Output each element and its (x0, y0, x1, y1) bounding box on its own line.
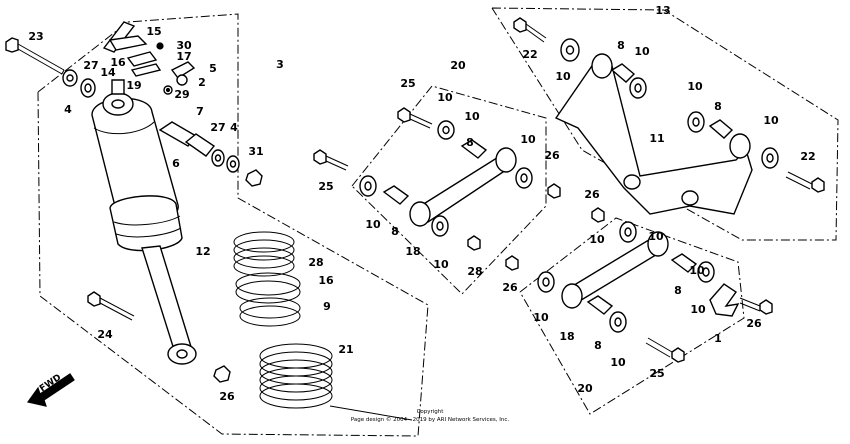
callout-5: 5 (209, 62, 217, 75)
callout-10: 10 (533, 311, 549, 324)
rod-group-outline (519, 217, 745, 415)
lower-mount-hardware (158, 121, 263, 187)
callout-10: 10 (690, 303, 706, 316)
copyright-line-2: Page design © 2004 - 2019 by ARI Network… (351, 416, 510, 423)
callout-10: 10 (589, 233, 605, 246)
callout-21: 21 (338, 343, 353, 356)
callout-26: 26 (219, 390, 235, 403)
callout-29: 29 (174, 88, 189, 101)
callout-10: 10 (763, 114, 779, 127)
link-assembly-upper (313, 107, 561, 271)
callout-10: 10 (634, 45, 650, 58)
callout-10: 10 (464, 110, 480, 123)
group-outlines (37, 7, 839, 437)
callout-20: 20 (450, 59, 466, 72)
top-bolt-23 (5, 37, 96, 98)
callout-19: 19 (126, 79, 141, 92)
callout-17: 17 (176, 50, 191, 63)
callout-28: 28 (308, 256, 323, 269)
callout-18: 18 (405, 245, 420, 258)
callout-10: 10 (648, 230, 664, 243)
nut-26-lower (213, 365, 231, 383)
callout-14: 14 (100, 66, 116, 79)
callout-10: 10 (365, 218, 381, 231)
callout-1: 1 (714, 332, 722, 345)
main-spring-21 (259, 343, 413, 421)
callout-10: 10 (433, 258, 449, 271)
callout-30: 30 (176, 39, 192, 52)
callout-3: 3 (276, 58, 284, 71)
shock-group-outline (37, 13, 429, 437)
callout-11: 11 (649, 132, 664, 145)
callout-24: 24 (97, 328, 113, 341)
callout-13: 13 (655, 4, 670, 17)
callout-8: 8 (594, 339, 602, 352)
callout-16: 16 (318, 274, 334, 287)
callout-22: 22 (522, 48, 537, 61)
fwd-arrow: FWD (26, 373, 75, 407)
callout-23: 23 (28, 30, 43, 43)
callout-20: 20 (577, 382, 593, 395)
callout-27: 27 (210, 121, 225, 134)
shock-arm-11 (513, 17, 825, 215)
callout-25: 25 (318, 180, 333, 193)
callout-26: 26 (584, 188, 600, 201)
callout-26: 26 (746, 317, 762, 330)
callout-12: 12 (195, 245, 210, 258)
callout-10: 10 (555, 70, 571, 83)
callout-8: 8 (617, 39, 625, 52)
callout-31: 31 (248, 145, 263, 158)
callout-8: 8 (391, 225, 399, 238)
callout-9: 9 (323, 300, 331, 313)
callout-25: 25 (649, 367, 664, 380)
shock-absorber (91, 79, 197, 365)
callout-2: 2 (198, 76, 206, 89)
bolt-24 (87, 291, 135, 321)
link-group-outline (351, 85, 547, 295)
top-hardware (102, 21, 196, 95)
callout-10: 10 (520, 133, 536, 146)
callout-10: 10 (610, 356, 626, 369)
callout-4: 4 (64, 103, 72, 116)
callout-18: 18 (559, 330, 574, 343)
arm-group-outline (491, 7, 839, 241)
callout-8: 8 (674, 284, 682, 297)
callout-7: 7 (196, 105, 204, 118)
callout-10: 10 (437, 91, 453, 104)
spring-stack (233, 231, 301, 327)
callout-27: 27 (83, 59, 98, 72)
callout-15: 15 (146, 25, 161, 38)
callout-6: 6 (172, 157, 180, 170)
callout-8: 8 (466, 136, 474, 149)
copyright-line-1: Copyright (417, 409, 445, 415)
copyright-notice: Copyright Page design © 2004 - 2019 by A… (351, 409, 510, 423)
callout-26: 26 (544, 149, 560, 162)
callout-4: 4 (230, 121, 238, 134)
callout-22: 22 (800, 150, 815, 163)
link-assembly-lower (537, 207, 773, 363)
callout-10: 10 (687, 80, 703, 93)
callout-28: 28 (467, 265, 482, 278)
callout-10: 10 (689, 264, 705, 277)
callout-8: 8 (714, 100, 722, 113)
callout-25: 25 (400, 77, 415, 90)
callout-16: 16 (110, 56, 126, 69)
callout-26: 26 (502, 281, 518, 294)
